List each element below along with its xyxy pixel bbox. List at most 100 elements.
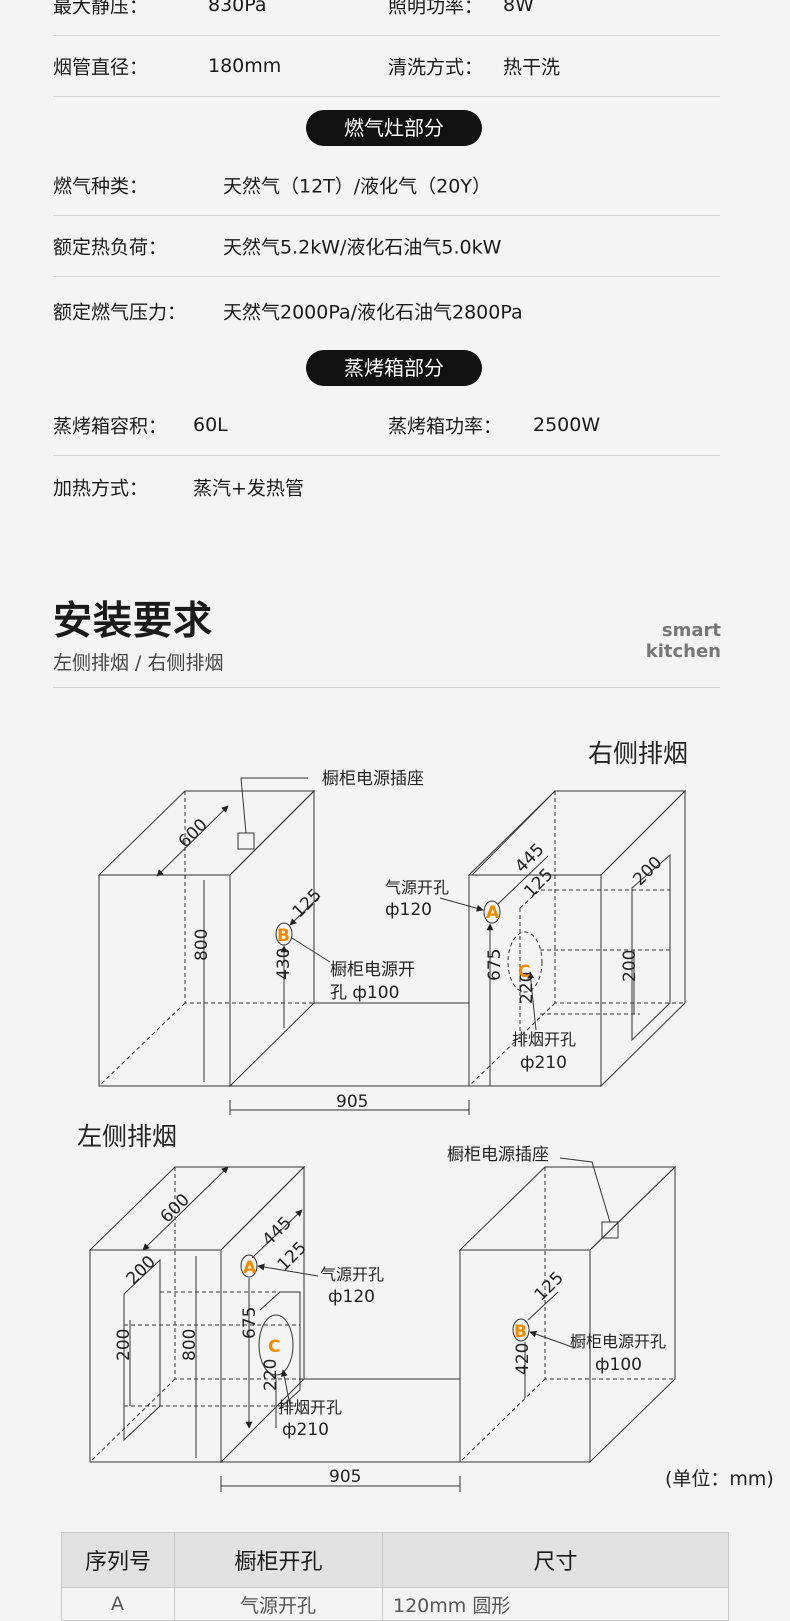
table-row: A 气源开孔 120mm 圆形 [61, 1587, 729, 1621]
spec-row-pressure: 最大静压： 830Pa 照明功率： 8W [53, 0, 720, 36]
spec-value: 天然气（12T）/液化气（20Y） [223, 175, 491, 198]
dim-label: 420 [513, 1343, 533, 1375]
dim-label: 675 [485, 949, 505, 981]
hole-c-label: C [268, 1337, 280, 1357]
a-leader [257, 1263, 319, 1277]
a-label-line2: ф120 [385, 900, 432, 920]
socket-label: 橱柜电源插座 [322, 769, 424, 789]
c-leader [280, 1369, 291, 1406]
spec-value: 2500W [533, 414, 601, 436]
spec-value: 热干洗 [503, 56, 561, 79]
heading-right: 右侧排烟 [588, 739, 688, 768]
socket-leader [559, 1157, 611, 1223]
cabinet-side [589, 1165, 676, 1464]
spec-value: 8W [503, 0, 534, 16]
socket-label: 橱柜电源插座 [447, 1145, 549, 1165]
marker-a-label: A [243, 1258, 257, 1278]
socket-icon [237, 832, 255, 850]
floor-line [221, 1378, 460, 1463]
a-leader [439, 897, 484, 912]
dim-905 [229, 1100, 470, 1115]
cabinet-top [458, 1166, 677, 1251]
hidden-edges [468, 791, 685, 1087]
dim-label: 125 [289, 885, 326, 922]
install-title: 安装要求 [53, 599, 214, 644]
dim-label: 220 [261, 1359, 281, 1391]
marker-a-label: A [486, 903, 500, 923]
b-label-line2: 孔 ф100 [330, 983, 399, 1003]
spec-value: 天然气2000Pa/液化石油气2800Pa [223, 301, 523, 324]
dim-label: 200 [123, 1252, 160, 1289]
b-label-line2: ф100 [595, 1355, 642, 1375]
spec-value: 830Pa [208, 0, 267, 16]
a-label-line1: 气源开孔 [385, 878, 449, 897]
dim-445 [251, 1209, 303, 1259]
table-cell: 120mm 圆形 [382, 1587, 729, 1621]
install-subtitle: 左侧排烟 / 右侧排烟 [53, 652, 224, 674]
hole-c-label: C [518, 962, 530, 982]
dim-label: 430 [274, 948, 294, 980]
spec-label: 清洗方式： [388, 56, 484, 79]
spec-value: 蒸汽+发热管 [193, 477, 304, 500]
spec-label: 加热方式： [53, 477, 149, 500]
gas-row-heat: 额定热负荷： 天然气5.2kW/液化石油气5.0kW [53, 216, 720, 277]
dim-label: 905 [329, 1467, 361, 1487]
c-box [519, 889, 670, 1032]
dim-label: 220 [517, 972, 537, 1004]
unit-label: (单位：mm) [665, 1468, 774, 1490]
spec-value: 60L [193, 414, 228, 436]
dim-125-b [527, 1291, 559, 1321]
dim-905 [220, 1476, 461, 1492]
cabinet-front [89, 1249, 222, 1463]
cabinet-side [600, 789, 686, 1088]
c-box [259, 1291, 301, 1409]
spec-label: 烟管直径： [53, 56, 149, 79]
b-label-line1: 橱柜电源开孔 [570, 1332, 666, 1351]
b-leader [529, 1330, 576, 1349]
divider [53, 687, 720, 688]
brand-text: smart kitchen [645, 620, 721, 662]
section-pill-oven: 蒸烤箱部分 [306, 350, 482, 386]
b-label-line1: 橱柜电源开 [330, 960, 415, 980]
spec-label: 最大静压： [53, 0, 149, 18]
dim-label: 675 [240, 1307, 260, 1339]
c-label-line2: ф210 [520, 1053, 567, 1073]
spec-row-duct: 烟管直径： 180mm 清洗方式： 热干洗 [53, 36, 720, 97]
dim-125 [289, 895, 321, 926]
dim-label: 800 [180, 1329, 200, 1361]
a-label-line1: 气源开孔 [320, 1265, 384, 1284]
c-label-line2: ф210 [282, 1420, 329, 1440]
table-header: 橱柜开孔 [174, 1532, 383, 1588]
floor-line [230, 1002, 469, 1087]
socket-leader [240, 777, 308, 834]
inner-dash [124, 1291, 300, 1407]
section-pill-gas: 燃气灶部分 [306, 110, 482, 146]
cutout-table: 序列号 橱柜开孔 尺寸 A 气源开孔 120mm 圆形 [61, 1532, 729, 1621]
marker-b [512, 1318, 530, 1342]
table-header-row: 序列号 橱柜开孔 尺寸 [61, 1532, 729, 1588]
spec-label: 额定热负荷： [53, 236, 168, 259]
cabinet-front [98, 874, 231, 1087]
c-label-line1: 排烟开孔 [278, 1398, 342, 1417]
marker-b-label: B [277, 926, 290, 946]
dim-label: 200 [629, 853, 666, 890]
dim-label: 200 [114, 1329, 134, 1361]
dim-label: 800 [192, 929, 212, 961]
heading-left: 左侧排烟 [77, 1122, 177, 1151]
table-cell: A [61, 1587, 175, 1621]
dim-label: 600 [175, 815, 212, 852]
gas-row-pressure: 额定燃气压力： 天然气2000Pa/液化石油气2800Pa [53, 281, 720, 341]
table-cell: 气源开孔 [174, 1587, 383, 1621]
dim-200-right [631, 853, 671, 1042]
dim-600 [156, 805, 229, 877]
dim-label: 905 [336, 1092, 368, 1112]
c-label-line1: 排烟开孔 [512, 1030, 576, 1049]
marker-b-label: B [514, 1322, 527, 1342]
dim-445 [471, 790, 556, 876]
spec-label: 蒸烤箱功率： [388, 415, 503, 438]
oven-row-capacity: 蒸烤箱容积： 60L 蒸烤箱功率： 2500W [53, 395, 720, 456]
table-header: 尺寸 [382, 1532, 729, 1588]
cabinet-side [220, 1165, 305, 1464]
dim-600 [142, 1166, 229, 1251]
oven-row-heating: 加热方式： 蒸汽+发热管 [53, 457, 720, 517]
